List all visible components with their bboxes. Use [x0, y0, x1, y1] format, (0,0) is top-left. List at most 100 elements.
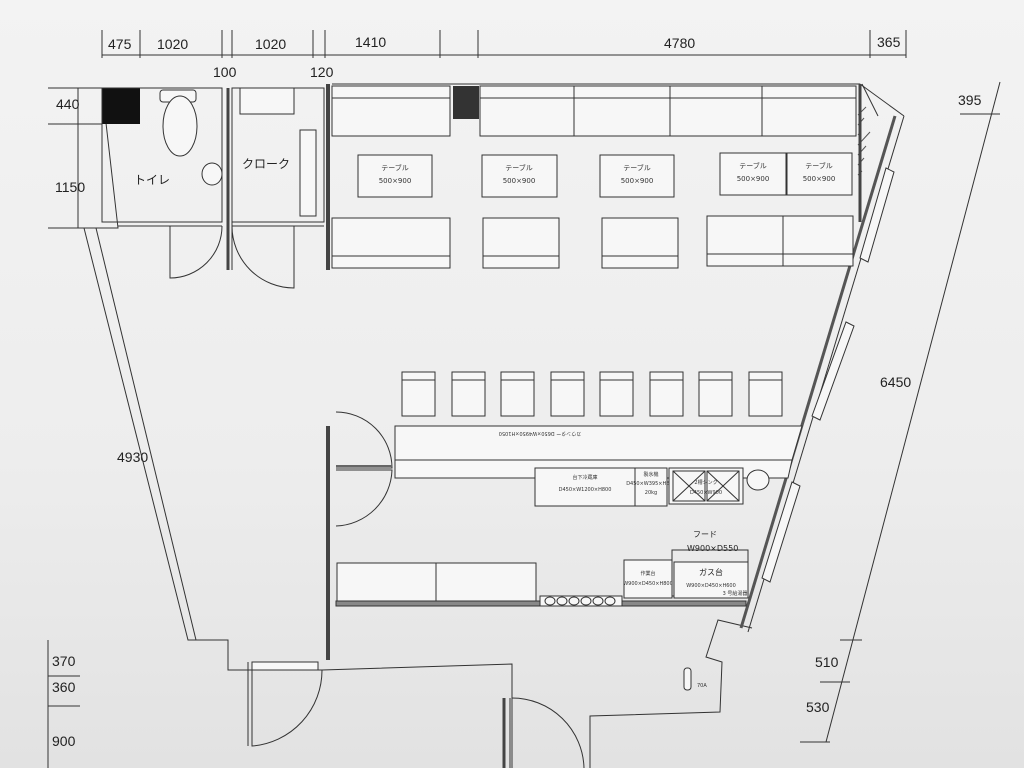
fridge-size: D450×W1200×H800 [559, 487, 612, 493]
bench-seat[interactable] [479, 85, 575, 137]
counter-stools [401, 371, 783, 417]
ice-machine-size: D450×W395×H800 [626, 481, 676, 487]
meter-label: 70A [697, 683, 707, 689]
cooking-line: フード W900×D550 作業台 W900×D450×H800 ガス台 W90… [623, 530, 749, 599]
stool[interactable] [451, 371, 486, 417]
dim-120: 120 [310, 64, 334, 80]
cloak-door[interactable] [231, 225, 295, 289]
bottom-left-dimension-chain: 370 360 900 [47, 640, 80, 768]
kitchen-door-lower[interactable] [335, 469, 393, 527]
dim-1020-b: 1020 [255, 36, 286, 52]
ice-machine-extra: 20kg [645, 490, 657, 496]
toilet-bowl [162, 95, 198, 157]
table[interactable]: テーブル 500×900 [786, 152, 853, 196]
utility-meter: 70A [683, 667, 707, 691]
toilet-label: トイレ [134, 173, 170, 187]
fridge-name: 台下冷蔵庫 [572, 474, 597, 481]
bench-seat[interactable] [706, 215, 784, 267]
entrance [247, 661, 585, 768]
dim-530: 530 [806, 699, 830, 715]
stool[interactable] [698, 371, 733, 417]
bench-seat[interactable] [573, 85, 671, 137]
stool[interactable] [500, 371, 535, 417]
cloak-shelf [239, 87, 295, 115]
ice-machine-name: 製氷機 [643, 471, 658, 478]
lower-benches [331, 215, 854, 269]
toilet-room: トイレ [101, 87, 223, 279]
dim-510: 510 [815, 654, 839, 670]
table[interactable]: テーブル 500×900 [481, 154, 558, 198]
bench-seat[interactable] [331, 85, 451, 137]
pipe-shaft [102, 88, 140, 124]
bench-seat[interactable] [782, 215, 854, 267]
table[interactable]: テーブル 500×900 [599, 154, 675, 198]
worktable[interactable] [623, 559, 673, 599]
kitchen-equipment-row: 台下冷蔵庫 D450×W1200×H800 製氷機 D450×W395×H800… [534, 467, 770, 507]
sink-size: D450×W900 [690, 490, 722, 496]
stool[interactable] [748, 371, 783, 417]
dim-1410: 1410 [355, 34, 386, 50]
table-size: 500×900 [379, 177, 412, 185]
gas-range[interactable] [673, 561, 749, 599]
hanger-rail [299, 129, 317, 217]
bench-seat[interactable] [331, 217, 451, 269]
entrance-door[interactable] [251, 669, 323, 747]
bench-seat[interactable] [761, 85, 857, 137]
dim-1150: 1150 [55, 179, 85, 195]
dim-360: 360 [52, 679, 76, 695]
gas-name: ガス台 [699, 567, 723, 577]
cloak-room: クローク [226, 87, 325, 289]
gas-size: W900×D450×H600 [686, 583, 736, 589]
dim-1020-a: 1020 [157, 36, 188, 52]
table-label: テーブル [381, 163, 409, 172]
water-heater-label: 3 号給湯器 [723, 590, 748, 597]
hand-sink [201, 162, 223, 186]
table-label: テーブル [505, 163, 533, 172]
worktable-size: W900×D450×H800 [623, 581, 673, 587]
table-size: 500×900 [803, 175, 836, 183]
sink-name: 2槽シンク [694, 479, 717, 486]
dim-370: 370 [52, 653, 76, 669]
ice-machine[interactable] [634, 467, 668, 507]
dim-100: 100 [213, 64, 237, 80]
dim-6450: 6450 [880, 374, 911, 390]
table-label: テーブル [739, 161, 767, 170]
dim-440: 440 [56, 96, 80, 112]
dim-475: 475 [108, 36, 132, 52]
dim-900: 900 [52, 733, 76, 749]
dim-4780: 4780 [664, 35, 695, 51]
stool[interactable] [599, 371, 634, 417]
stool[interactable] [401, 371, 436, 417]
hood-name: フード [693, 530, 717, 539]
bench-seat[interactable] [482, 217, 560, 269]
tables: テーブル 500×900 テーブル 500×900 テーブル 500×900 テ… [357, 152, 853, 198]
stool[interactable] [649, 371, 684, 417]
counter-label: カウンター D650×W4950×H1050 [499, 430, 582, 437]
table-size: 500×900 [621, 177, 654, 185]
table[interactable]: テーブル 500×900 [719, 152, 787, 196]
rear-door[interactable] [511, 697, 585, 768]
front-counters [335, 562, 747, 607]
table-size: 500×900 [737, 175, 770, 183]
kitchen-door-upper[interactable] [335, 411, 393, 469]
table[interactable]: テーブル 500×900 [357, 154, 433, 198]
cloak-label: クローク [242, 157, 290, 171]
table-label: テーブル [623, 163, 651, 172]
top-dimension-chain: 475 1020 1020 1410 4780 365 100 120 [101, 30, 907, 80]
stool[interactable] [550, 371, 585, 417]
toilet-door[interactable] [169, 225, 223, 279]
counter-cabinet[interactable] [336, 562, 437, 602]
bench-seat[interactable] [669, 85, 763, 137]
round-sink [746, 469, 770, 491]
counter-cabinet[interactable] [435, 562, 537, 602]
hood-size: W900×D550 [687, 544, 738, 553]
left-dimension-chain: 440 1150 4930 [48, 87, 148, 465]
dim-365: 365 [877, 34, 901, 50]
two-tank-sink[interactable] [668, 467, 744, 505]
dim-395: 395 [958, 92, 982, 108]
worktable-name: 作業台 [640, 570, 655, 577]
table-size: 500×900 [503, 177, 536, 185]
bench-seat[interactable] [601, 217, 679, 269]
table-label: テーブル [805, 161, 833, 170]
